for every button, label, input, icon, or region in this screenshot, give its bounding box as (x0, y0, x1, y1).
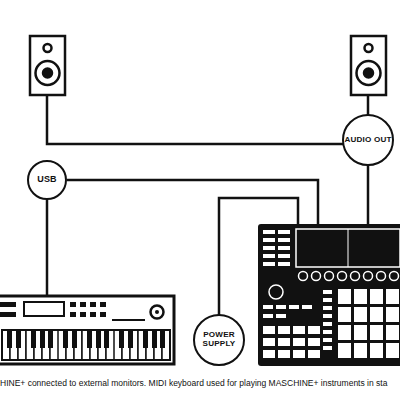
speaker-left (30, 36, 65, 95)
connection-circle: POWER SUPPLY (193, 314, 245, 366)
connection-circle: USB (27, 160, 67, 200)
midi-keyboard (0, 296, 174, 364)
maschine-plus (258, 224, 400, 366)
node-label: USB (37, 175, 57, 185)
node-label: POWER SUPPLY (195, 331, 243, 349)
node-label: AUDIO OUT (344, 136, 391, 145)
caption: HINE+ connected to external monitors. MI… (0, 378, 400, 388)
speaker-right (351, 36, 386, 95)
connection-circle: AUDIO OUT (342, 114, 394, 166)
